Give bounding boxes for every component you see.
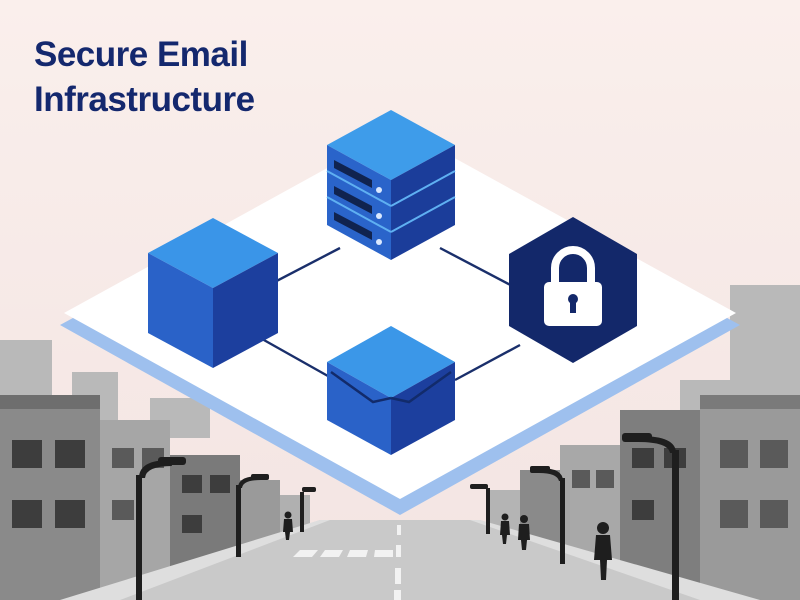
pedestrian-icon <box>283 511 293 540</box>
padlock-icon <box>509 217 637 363</box>
server-unit <box>326 196 456 260</box>
road <box>80 520 720 600</box>
server-stack-icon <box>326 110 456 260</box>
pedestrian-icon <box>594 522 612 580</box>
server-unit <box>327 110 455 206</box>
right-sidewalk <box>470 520 760 600</box>
left-sidewalk <box>60 520 330 600</box>
street-lamp-icon <box>622 433 679 600</box>
street-lamp-icon <box>300 487 316 532</box>
street-lamp-icon <box>136 457 186 600</box>
crosswalk <box>293 550 393 557</box>
pedestrian-icon <box>518 515 530 550</box>
street-lamp-icon <box>236 474 269 557</box>
left-buildings <box>0 395 310 600</box>
lane-markings <box>394 525 401 600</box>
page-title: Secure Email Infrastructure <box>34 32 255 122</box>
cube-node-icon <box>148 218 278 368</box>
network-connectors <box>239 246 521 382</box>
street-lamp-icon <box>530 466 565 564</box>
street-lamp-icon <box>470 484 490 534</box>
title-line-2: Infrastructure <box>34 80 255 119</box>
title-line-1: Secure Email <box>34 35 248 74</box>
server-unit <box>326 170 456 232</box>
pedestrian-icon <box>500 513 510 544</box>
envelope-icon <box>327 326 455 455</box>
